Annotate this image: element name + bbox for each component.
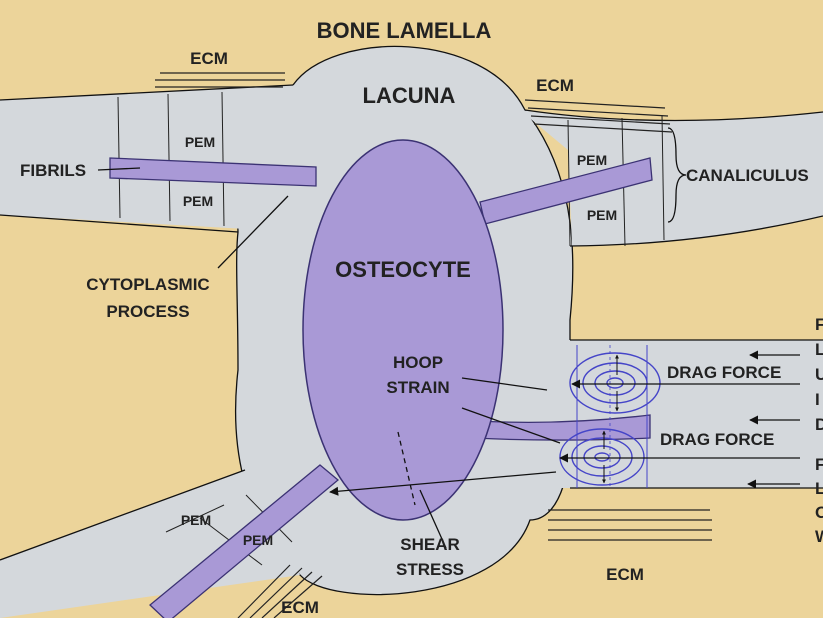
- edge-letter: I: [815, 390, 820, 409]
- hoop-strain-label-2: STRAIN: [386, 378, 449, 397]
- shear-stress-label-1: SHEAR: [400, 535, 460, 554]
- cytoplasmic-process-label-1: CYTOPLASMIC: [86, 275, 209, 294]
- bone-lamella-label: BONE LAMELLA: [317, 18, 492, 43]
- edge-letter: L: [815, 340, 823, 359]
- edge-letter: F: [815, 315, 823, 334]
- shear-stress-label-2: STRESS: [396, 560, 464, 579]
- ecm-label-bottom-left: ECM: [281, 598, 319, 617]
- fluid-flow-edge-letters: F L U I D F L O W: [815, 315, 823, 546]
- drag-force-label-1: DRAG FORCE: [667, 363, 781, 382]
- pem-label-5: PEM: [181, 512, 211, 528]
- canaliculus-label: CANALICULUS: [686, 166, 809, 185]
- edge-letter: W: [815, 527, 823, 546]
- fibrils-label: FIBRILS: [20, 161, 86, 180]
- osteocyte-cell-body: [303, 140, 503, 520]
- hoop-strain-label-1: HOOP: [393, 353, 443, 372]
- pem-label-1: PEM: [185, 134, 215, 150]
- edge-letter: O: [815, 503, 823, 522]
- ecm-label-top-left: ECM: [190, 49, 228, 68]
- osteocyte-label: OSTEOCYTE: [335, 257, 471, 282]
- pem-label-2: PEM: [183, 193, 213, 209]
- edge-letter: L: [815, 479, 823, 498]
- ecm-label-top-right: ECM: [536, 76, 574, 95]
- lacuna-label: LACUNA: [363, 83, 456, 108]
- edge-letter: F: [815, 455, 823, 474]
- pem-label-4: PEM: [587, 207, 617, 223]
- drag-force-label-2: DRAG FORCE: [660, 430, 774, 449]
- edge-letter: D: [815, 415, 823, 434]
- pem-label-3: PEM: [577, 152, 607, 168]
- cytoplasmic-process-label-2: PROCESS: [106, 302, 189, 321]
- edge-letter: U: [815, 365, 823, 384]
- pem-label-6: PEM: [243, 532, 273, 548]
- ecm-label-bottom-right: ECM: [606, 565, 644, 584]
- canaliculus-left-upper: [0, 85, 300, 232]
